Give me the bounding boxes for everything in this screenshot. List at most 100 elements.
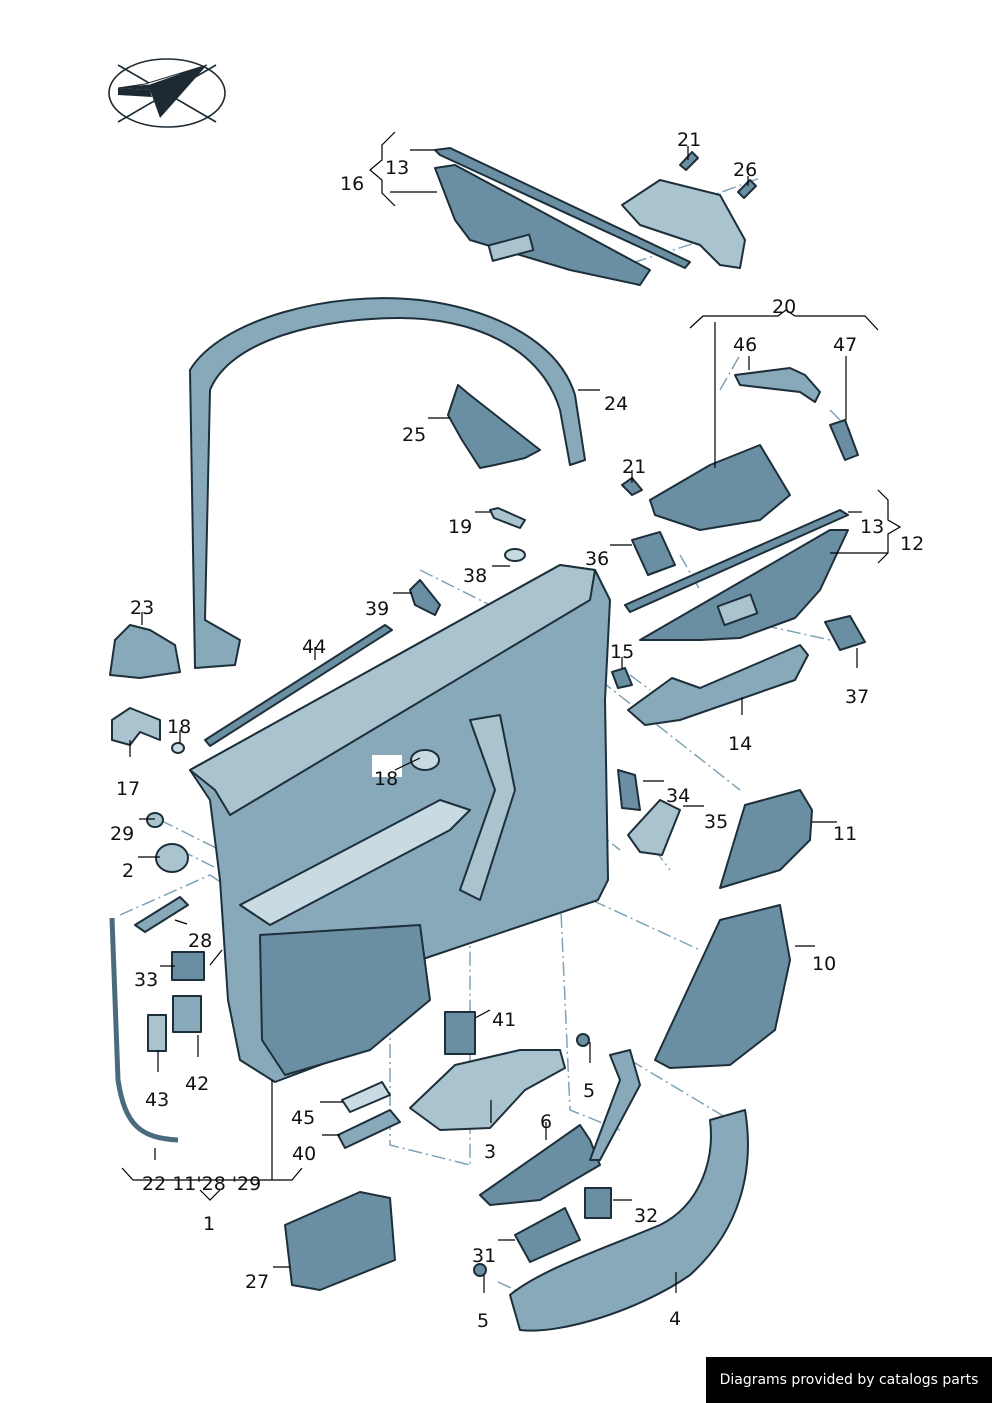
callout-group-1-list: 22 11'28 '29 [142, 1173, 261, 1195]
callout-28[interactable]: 28 [188, 930, 212, 952]
callout-43[interactable]: 43 [145, 1089, 169, 1111]
part-5-screw-bottom [473, 1263, 487, 1277]
callout-37[interactable]: 37 [845, 686, 869, 708]
door-panel-pull-handle [459, 714, 516, 901]
part-43-cover [147, 1014, 167, 1052]
part-16-top-trim [434, 164, 651, 286]
part-13-top-seal [434, 147, 691, 269]
callout-15[interactable]: 15 [610, 641, 634, 663]
part-42-button [172, 995, 202, 1033]
callout-3[interactable]: 3 [484, 1141, 496, 1163]
callout-5-bottom[interactable]: 5 [477, 1310, 489, 1332]
part-12-switch-opening [716, 593, 759, 627]
part-11-speaker-grille [719, 789, 813, 889]
callout-6[interactable]: 6 [540, 1111, 552, 1133]
part-29-clip [146, 812, 164, 828]
part-21-screw-mid [621, 477, 643, 496]
part-15-clip [611, 667, 633, 689]
callout-40[interactable]: 40 [292, 1143, 316, 1165]
part-44-strip [204, 624, 393, 747]
part-35-bezel [627, 799, 681, 856]
callout-26[interactable]: 26 [733, 159, 757, 181]
part-39-clip [409, 579, 441, 616]
callout-34[interactable]: 34 [666, 785, 690, 807]
callout-13-right[interactable]: 13 [860, 516, 884, 538]
callout-42[interactable]: 42 [185, 1073, 209, 1095]
callout-46[interactable]: 46 [733, 334, 757, 356]
part-18-screw-left [171, 742, 185, 754]
part-40-lamp [337, 1109, 401, 1149]
part-10-speaker-grille [654, 904, 791, 1069]
callout-11[interactable]: 11 [833, 823, 857, 845]
part-12-window-trim [639, 529, 849, 641]
part-28-trim [134, 896, 189, 933]
part-23-cap [109, 624, 181, 679]
part-20-handle-housing [649, 444, 791, 531]
part-2-retainer [155, 843, 189, 873]
callout-18-center[interactable]: 18 [374, 768, 398, 790]
door-panel-lower-pocket [259, 924, 431, 1076]
callout-18-left[interactable]: 18 [167, 716, 191, 738]
callout-39[interactable]: 39 [365, 598, 389, 620]
callout-31[interactable]: 31 [472, 1245, 496, 1267]
part-21-screw-top [679, 151, 699, 171]
callout-10[interactable]: 10 [812, 953, 836, 975]
leader-lines [121, 131, 902, 1293]
part-46-cable [734, 367, 821, 403]
callout-labels: 16 13 21 26 20 46 47 24 25 21 19 13 12 3… [110, 129, 924, 1332]
callout-20[interactable]: 20 [772, 296, 796, 318]
callout-14[interactable]: 14 [728, 733, 752, 755]
callout-41[interactable]: 41 [492, 1009, 516, 1031]
callout-32[interactable]: 32 [634, 1205, 658, 1227]
callout-35[interactable]: 35 [704, 811, 728, 833]
part-5-screw-top [576, 1033, 590, 1047]
part-33-socket [171, 951, 205, 981]
callout-13-top[interactable]: 13 [385, 157, 409, 179]
callout-21-top[interactable]: 21 [677, 129, 701, 151]
callout-4[interactable]: 4 [669, 1308, 681, 1330]
credit-text: Diagrams provided by catalogs parts [719, 1372, 979, 1388]
part-37-switch [824, 615, 866, 651]
callout-1[interactable]: 1 [203, 1213, 215, 1235]
part-34-switch [617, 769, 641, 811]
credit-banner: Diagrams provided by catalogs parts [706, 1357, 992, 1403]
callout-47[interactable]: 47 [833, 334, 857, 356]
callout-19[interactable]: 19 [448, 516, 472, 538]
callout-21-mid[interactable]: 21 [622, 456, 646, 478]
callout-12[interactable]: 12 [900, 533, 924, 555]
callout-2[interactable]: 2 [122, 860, 134, 882]
callout-25[interactable]: 25 [402, 424, 426, 446]
callout-45[interactable]: 45 [291, 1107, 315, 1129]
callout-5-top[interactable]: 5 [583, 1080, 595, 1102]
part-13-seal-right [624, 509, 849, 613]
paper-plane-checkmark-icon [108, 58, 226, 128]
part-25-bracket [447, 384, 541, 469]
part-16-switch-opening [487, 233, 535, 262]
callout-33[interactable]: 33 [134, 969, 158, 991]
part-38-grommet [504, 548, 526, 562]
part-19-pin [489, 507, 526, 529]
part-3-pocket-insert [409, 1049, 566, 1131]
part-18-screw [410, 749, 440, 771]
part-26-screw [737, 179, 757, 199]
callout-44[interactable]: 44 [302, 636, 326, 658]
part-32-switch [584, 1187, 612, 1219]
part-6-switch-carrier [479, 1124, 601, 1206]
part-41-clip [444, 1011, 476, 1055]
callout-27[interactable]: 27 [245, 1271, 269, 1293]
callout-36[interactable]: 36 [585, 548, 609, 570]
callout-16[interactable]: 16 [340, 173, 364, 195]
part-24-pillar-trim [189, 297, 586, 669]
bracket-mount [621, 179, 746, 269]
part-27-box [284, 1191, 396, 1291]
part-5-handle-bracket [589, 1049, 641, 1161]
door-panel-top-rail [189, 564, 596, 816]
callout-29-left[interactable]: 29 [110, 823, 134, 845]
part-31-window-switch [514, 1207, 581, 1263]
callout-23[interactable]: 23 [130, 597, 154, 619]
callout-17[interactable]: 17 [116, 778, 140, 800]
part-36-switch [631, 531, 676, 576]
callout-24[interactable]: 24 [604, 393, 628, 415]
callout-38[interactable]: 38 [463, 565, 487, 587]
